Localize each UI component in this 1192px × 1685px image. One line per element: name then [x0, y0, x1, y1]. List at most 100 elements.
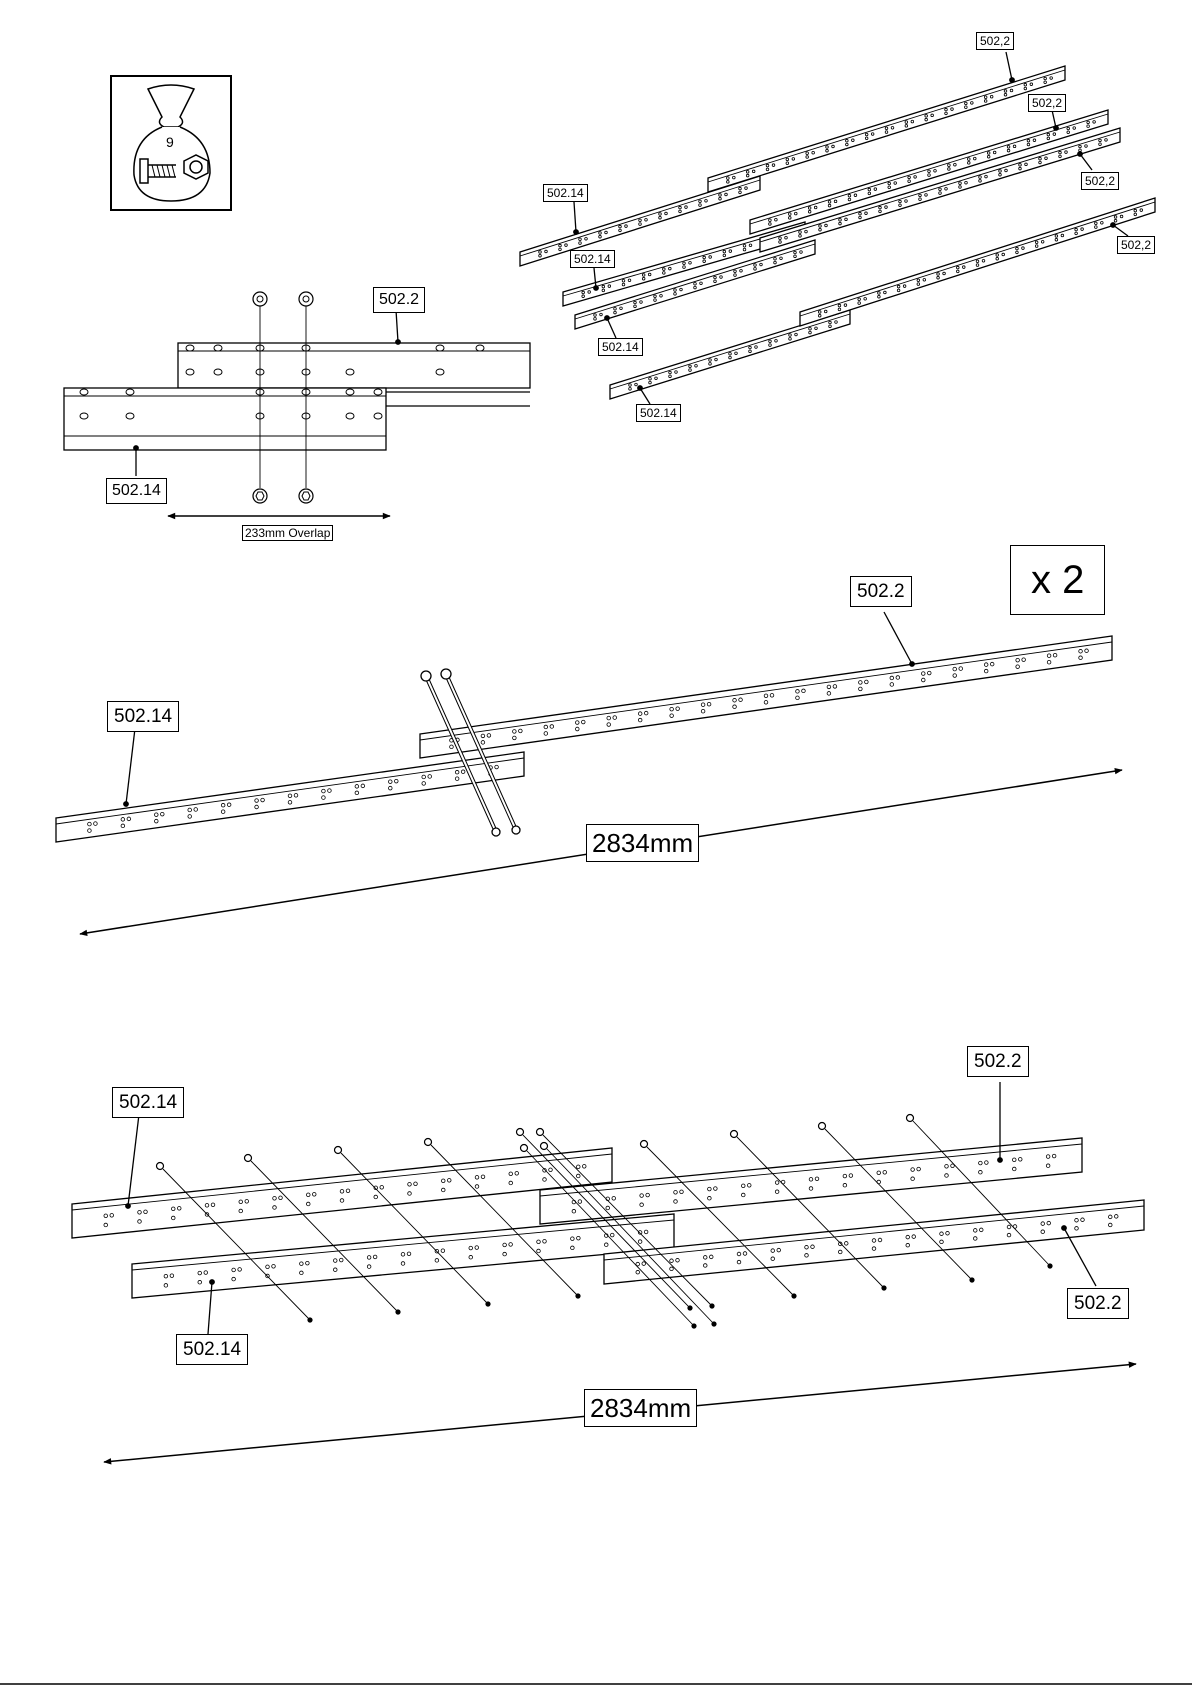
- overview-rail-502-2-d-hole: [956, 266, 959, 269]
- overview-rail-502-2-a-hole: [852, 139, 855, 142]
- step1-rail-502-2-hole: [859, 687, 863, 691]
- overview-rail-502-14-c-hole: [614, 311, 617, 314]
- step1-rail-502-2-hole: [550, 725, 554, 729]
- overview-rail-502-2-d-hole: [996, 257, 999, 260]
- step2-rail-502-14-top-hole: [576, 1165, 580, 1169]
- step2-nut-icon: [970, 1278, 974, 1282]
- step1-rail-502-2-hole: [927, 671, 931, 675]
- overview-rail-502-14-c-hole: [794, 251, 797, 254]
- overview-rail-502-14-a-hole: [739, 187, 742, 190]
- overview-rail-502-14-c-hole: [740, 270, 743, 273]
- overview-rail-502-2-a-hole: [752, 170, 755, 173]
- overview-rail-502-14-c-hole: [780, 257, 783, 260]
- step2-rail-502-14-top-hole: [104, 1223, 108, 1227]
- step1-leader-502-2-end: [910, 662, 915, 667]
- overview-rail-502-14-b-hole: [723, 250, 726, 253]
- overview-leader-502-14-a: [574, 202, 576, 232]
- step1-rail-502-14-hole: [322, 796, 326, 800]
- step2-rail-502-2-top-hole: [741, 1193, 745, 1197]
- step2-rail-502-14-top-hole: [273, 1197, 277, 1201]
- step1-rail-502-2-hole: [1053, 653, 1057, 657]
- step2-rail-502-2-bottom-hole: [838, 1250, 842, 1254]
- step1-rail-502-2-hole: [764, 694, 768, 698]
- overview-rail-502-2-c-hole: [945, 188, 948, 191]
- overview-rail-502-2-a-hole: [733, 176, 736, 179]
- step2-rail-502-2-bottom-hole: [844, 1242, 848, 1246]
- overview-rail-502-2-a-hole: [971, 102, 974, 105]
- overview-rail-502-2-a-hole: [905, 125, 908, 128]
- step1-rail-502-2-hole: [890, 683, 894, 687]
- overview-rail-502-14-d-hole: [809, 328, 812, 331]
- step2-rail-502-14-top-hole: [239, 1200, 243, 1204]
- step2-rail-502-2-top-hole: [843, 1174, 847, 1178]
- step1-rail-502-2-hole: [796, 696, 800, 700]
- overview-rail-502-2-c-hole: [785, 236, 788, 239]
- step2-rail-502-14-bottom-hole: [401, 1253, 405, 1257]
- step2-nut-icon: [710, 1304, 714, 1308]
- detail-hole-lower: [374, 413, 382, 419]
- overview-rail-502-2-b-hole: [1013, 145, 1016, 148]
- overview-rail-502-2-d-hole: [956, 270, 959, 273]
- overview-rail-502-2-b-hole: [1067, 127, 1070, 130]
- step2-rail-502-14-bottom-hole: [469, 1255, 473, 1259]
- overview-rail-502-2-a-hole: [965, 106, 968, 109]
- detail-hole-lower: [80, 389, 88, 395]
- overview-rail-502-14-c-hole: [660, 295, 663, 298]
- overview-rail-502-2-b-hole: [828, 204, 831, 207]
- step2-rail-502-2-bottom-hole: [771, 1249, 775, 1253]
- step2-rail-502-2-top-hole: [985, 1161, 989, 1165]
- overview-leader-502-2-b-end: [1054, 126, 1059, 131]
- step2-rail-502-14-bottom-hole: [543, 1240, 547, 1244]
- overview-rail-502-2-b-hole: [987, 152, 990, 155]
- overview-rail-502-14-d-hole: [755, 346, 758, 349]
- overview-rail-502-14-c-hole: [674, 289, 677, 292]
- step1-rail-502-2-hole: [921, 678, 925, 682]
- overview-rail-502-2-c-hole: [999, 173, 1002, 176]
- step2-rail-502-2-bottom-hole: [940, 1240, 944, 1244]
- step1-rail-502-2-hole: [638, 712, 642, 716]
- overview-rail-502-14-d-hole: [649, 378, 652, 381]
- step2-rail-502-2-top-hole: [945, 1174, 949, 1178]
- detail-hole-lower: [346, 389, 354, 395]
- step2-rail-502-14-top-hole: [171, 1216, 175, 1220]
- step1-bolt-head-icon: [441, 669, 451, 679]
- overview-rail-502-2-a-hole: [951, 108, 954, 111]
- overview-rail-502-2-b-hole: [1007, 146, 1010, 149]
- step1-rail-502-14-hole: [355, 785, 359, 789]
- overview-rail-502-14-a-hole: [699, 200, 702, 203]
- step1-rail-502-14-hole: [422, 775, 426, 779]
- overview-rail-502-14-b-hole: [723, 254, 726, 257]
- overview-rail-502-14-d-hole: [735, 352, 738, 355]
- step2-rail-502-2-top-hole: [877, 1171, 881, 1175]
- overview-label-502-14-a: 502.14: [543, 184, 588, 202]
- step2-rail-502-2-bottom-hole: [906, 1235, 910, 1239]
- step1-rail-502-14-hole: [255, 805, 259, 809]
- overview-rail-502-2-a-hole: [746, 171, 749, 174]
- step2-rail-502-2-top-hole: [911, 1168, 915, 1172]
- step1-rail-502-2-hole: [581, 720, 585, 724]
- overview-rail-502-14-b-hole: [683, 262, 686, 265]
- overview-rail-502-2-a-hole: [871, 133, 874, 136]
- overview-rail-502-14-d-hole: [769, 340, 772, 343]
- step2-rail-502-2-top-hole: [708, 1196, 712, 1200]
- overview-rail-502-2-a-hole: [846, 139, 849, 142]
- step1-rail-502-14-hole: [388, 780, 392, 784]
- overview-rail-502-2-a-hole: [792, 158, 795, 161]
- step2-rail-502-2-bottom-hole: [979, 1228, 983, 1232]
- step2-rail-502-2-bottom-hole: [709, 1255, 713, 1259]
- step1-rail-502-14-hole: [288, 800, 292, 804]
- step2-rail-502-2-top-hole: [945, 1165, 949, 1169]
- step1-rail-502-14-hole: [194, 808, 198, 812]
- step1-rail-502-2-hole: [1047, 660, 1051, 664]
- overview-rail-502-2-c-hole: [1079, 145, 1082, 148]
- overview-rail-502-14-a-hole: [725, 193, 728, 196]
- step2-leader-502-14-bottom-end: [210, 1280, 215, 1285]
- step1-rail-502-2-hole: [1047, 654, 1051, 658]
- step2-rail-502-2-top-hole: [640, 1203, 644, 1207]
- step2-bolt-head-icon: [537, 1129, 544, 1136]
- step1-rail-502-2-hole: [733, 705, 737, 709]
- step1-rail-502-2-hole: [607, 716, 611, 720]
- overview-rail-502-2-a-hole: [1044, 81, 1047, 84]
- step1-rail-502-2-hole: [827, 685, 831, 689]
- step2-rail-502-2-top-hole: [1012, 1167, 1016, 1171]
